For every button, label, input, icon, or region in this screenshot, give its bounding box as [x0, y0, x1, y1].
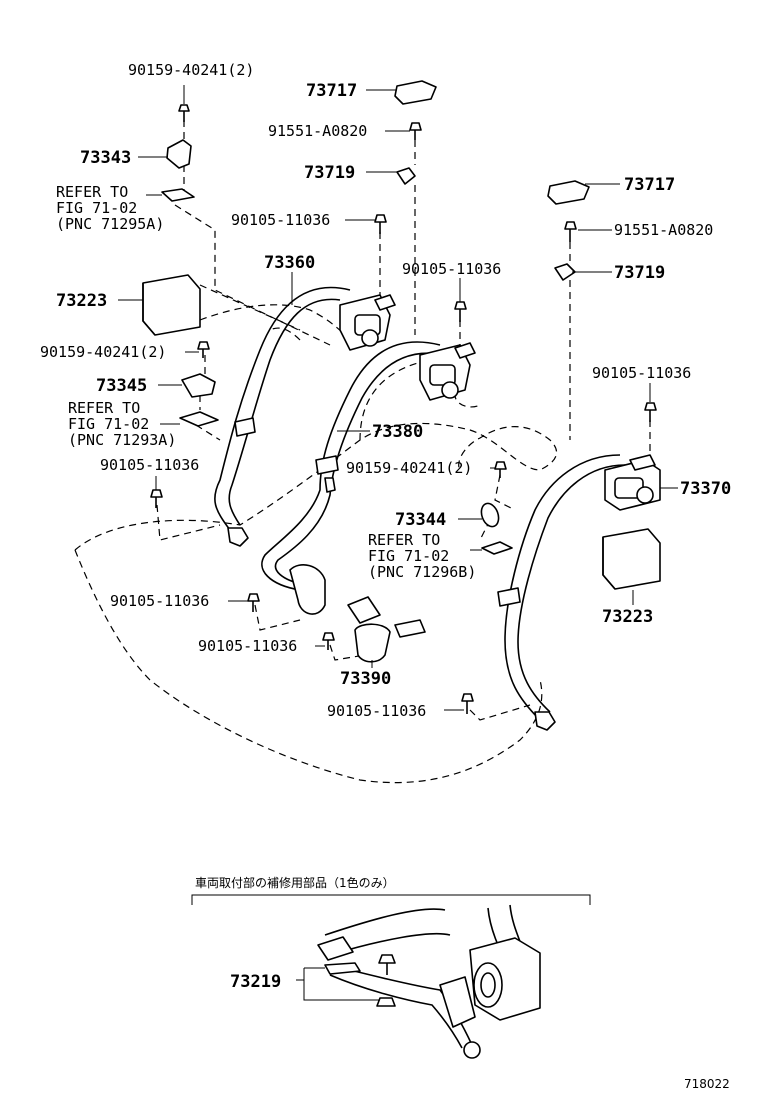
cover-73717 [394, 80, 590, 205]
label-90105-c: 90105-11036 [100, 456, 199, 474]
label-73345: 73345 [96, 376, 147, 396]
bolt-icon [409, 122, 422, 140]
inset-title: 車両取付部の補修用部品（1色のみ） [195, 875, 395, 890]
bolt-icon [197, 341, 210, 358]
retractor-left [339, 294, 396, 351]
bolt-icon [461, 693, 474, 714]
plate-71295a [161, 188, 195, 202]
leaders-top-left [156, 120, 651, 721]
belt-73360 [214, 286, 351, 547]
label-91551-b: 91551-A0820 [614, 221, 713, 239]
label-73370: 73370 [680, 479, 731, 499]
label-73344: 73344 [395, 510, 446, 530]
bolt-icon [454, 301, 467, 322]
bracket-73719-a [396, 167, 416, 185]
label-90159-mid: 90159-40241(2) [40, 343, 166, 361]
callout-leaders [118, 85, 678, 711]
label-90105-b: 90105-11036 [402, 260, 501, 278]
label-90105-a: 90105-11036 [231, 211, 330, 229]
plate-71296b [481, 541, 513, 555]
bolt-icon [494, 461, 507, 478]
label-refer-2c: (PNC 71293A) [68, 431, 176, 449]
guide-73344 [480, 502, 500, 528]
inset-panel: 車両取付部の補修用部品（1色のみ） [191, 875, 591, 1059]
label-refer-3b: FIG 71-02 [368, 547, 449, 565]
bolt-icon [374, 214, 387, 234]
diagram-id: 718022 [684, 1077, 730, 1091]
retractor-right [604, 454, 661, 511]
label-refer-2b: FIG 71-02 [68, 415, 149, 433]
bolts [150, 104, 657, 714]
label-90105-d: 90105-11036 [110, 592, 209, 610]
belt-73370 [497, 454, 626, 731]
belt-73380 [261, 341, 446, 615]
label-refer-1a: REFER TO [56, 183, 128, 201]
guide-73345 [181, 373, 216, 398]
label-90105-right: 90105-11036 [592, 364, 691, 382]
retractor-center [419, 342, 476, 401]
bolt-icon [644, 402, 657, 422]
label-73380: 73380 [372, 422, 423, 442]
plate-71293a [179, 411, 219, 427]
guide-73343 [166, 139, 192, 169]
label-90105-e: 90105-11036 [198, 637, 297, 655]
bolt-icon [247, 593, 260, 612]
nut-icon [376, 997, 396, 1007]
label-73717-a: 73717 [306, 81, 357, 101]
label-90105-f: 90105-11036 [327, 702, 426, 720]
label-90159-top: 90159-40241(2) [128, 61, 254, 79]
label-73719-a: 73719 [304, 163, 355, 183]
rear-seat-outline [74, 304, 558, 784]
label-refer-2a: REFER TO [68, 399, 140, 417]
label-73717-b: 73717 [624, 175, 675, 195]
label-91551-a: 91551-A0820 [268, 122, 367, 140]
label-refer-1c: (PNC 71295A) [56, 215, 164, 233]
brackets [161, 139, 576, 555]
label-73219: 73219 [230, 972, 281, 992]
label-73719-b: 73719 [614, 263, 665, 283]
label-73223-b: 73223 [602, 607, 653, 627]
buckle-73390 [347, 596, 426, 663]
bolt-icon [322, 632, 335, 650]
label-refer-3c: (PNC 71296B) [368, 563, 476, 581]
bolt-icon [564, 221, 577, 242]
label-refer-1b: FIG 71-02 [56, 199, 137, 217]
label-73223-a: 73223 [56, 291, 107, 311]
clip-icon [378, 954, 396, 975]
label-73343: 73343 [80, 148, 131, 168]
label-refer-3a: REFER TO [368, 531, 440, 549]
bolt-icon [178, 104, 190, 122]
label-73360: 73360 [264, 253, 315, 273]
part-labels: 90159-40241(2) 73717 91551-A0820 73343 7… [40, 61, 731, 1091]
box-73223 [142, 274, 661, 590]
label-90159-low: 90159-40241(2) [346, 459, 472, 477]
bolt-icon [150, 489, 163, 508]
label-73390: 73390 [340, 669, 391, 689]
